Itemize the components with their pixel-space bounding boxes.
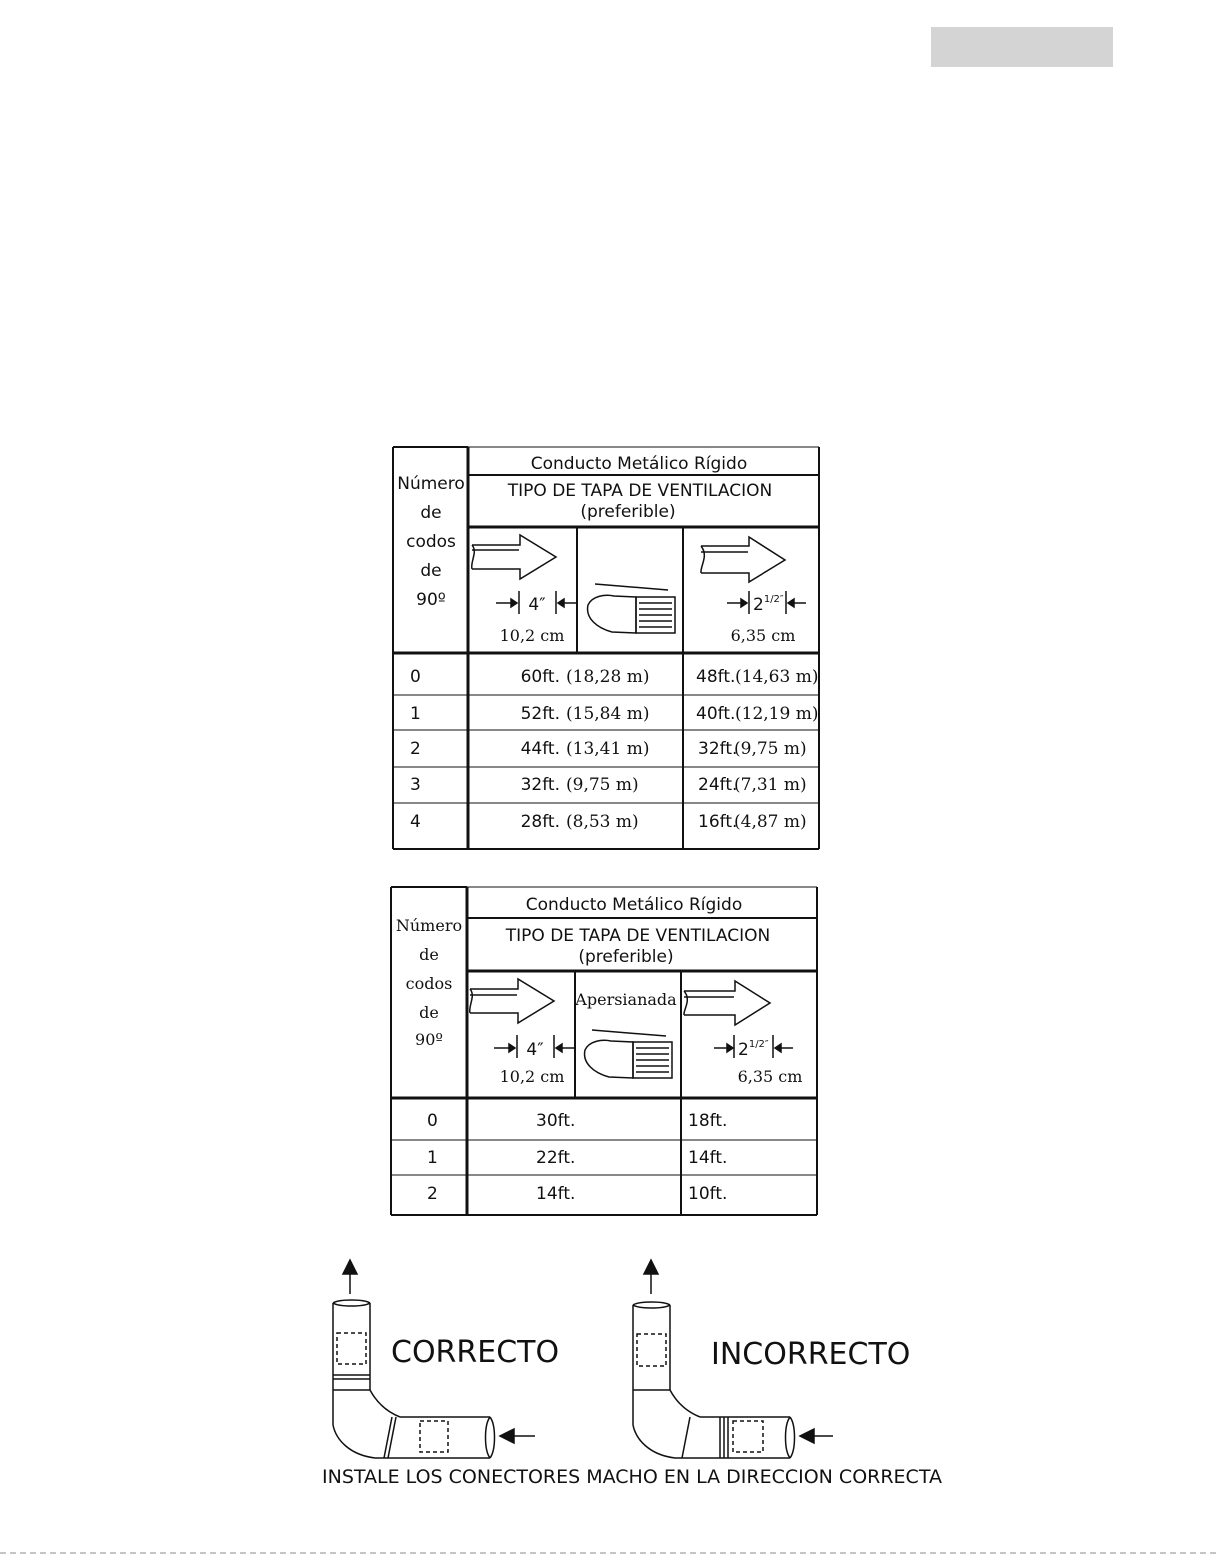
t2-dim-left: 4″ bbox=[526, 1040, 543, 1060]
t1-row-2-a-ft: 44ft. bbox=[521, 739, 560, 759]
t1-row-0-b-m: (14,63 m) bbox=[735, 667, 818, 687]
t2-louvered-label: Apersianada bbox=[574, 990, 677, 1009]
svg-text:21/2″: 21/2″ bbox=[738, 1039, 769, 1060]
correct-label: CORRECTO bbox=[391, 1335, 559, 1370]
vent-cap-4in-icon bbox=[470, 533, 578, 614]
t1-row-4-b-m: (4,87 m) bbox=[734, 812, 807, 832]
t1-rowhead-3: de bbox=[420, 561, 441, 581]
t2-row-1-n: 1 bbox=[427, 1148, 438, 1168]
correct-elbow-illustration bbox=[332, 1258, 535, 1459]
t1-row-3-b-ft: 24ft. bbox=[698, 775, 737, 795]
t1-dim-left-metric: 10,2 cm bbox=[500, 626, 565, 645]
t1-row-3-a-m: (9,75 m) bbox=[566, 775, 639, 795]
t1-row-4-a-m: (8,53 m) bbox=[566, 812, 639, 832]
t1-header-sub1: TIPO DE TAPA DE VENTILACION bbox=[507, 481, 772, 501]
t1-row-1-a-m: (15,84 m) bbox=[566, 704, 649, 724]
t1-row-2-b-ft: 32ft. bbox=[698, 739, 737, 759]
svg-text:21/2″: 21/2″ bbox=[753, 594, 784, 615]
t1-row-0-b-ft: 48ft. bbox=[696, 667, 735, 687]
t2-row-0-a: 30ft. bbox=[536, 1111, 575, 1131]
t1-row-3-a-ft: 32ft. bbox=[521, 775, 560, 795]
t1-row-4-a-ft: 28ft. bbox=[521, 812, 560, 832]
t2-dim-right-metric: 6,35 cm bbox=[738, 1067, 803, 1086]
t1-row-3-b-m: (7,31 m) bbox=[734, 775, 807, 795]
t2-row-0-b: 18ft. bbox=[688, 1111, 727, 1131]
t2-row-2-n: 2 bbox=[427, 1184, 438, 1204]
t2-row-1-b: 14ft. bbox=[688, 1148, 727, 1168]
t1-rowhead-0: Número bbox=[397, 474, 465, 494]
t2-row-0-n: 0 bbox=[427, 1111, 438, 1131]
t1-row-1-b-ft: 40ft. bbox=[696, 704, 735, 724]
t1-row-2-n: 2 bbox=[410, 739, 421, 759]
t2-rowhead-4: 90º bbox=[415, 1030, 443, 1049]
t1-rowhead-4: 90º bbox=[416, 590, 446, 610]
t1-rowhead-2: codos bbox=[406, 532, 456, 552]
t1-rowhead-1: de bbox=[420, 503, 441, 523]
t1-row-3-n: 3 bbox=[410, 775, 421, 795]
t1-row-2-b-m: (9,75 m) bbox=[734, 739, 807, 759]
t2-rowhead-3: de bbox=[419, 1003, 439, 1022]
t1-row-0-a-ft: 60ft. bbox=[521, 667, 560, 687]
t1-row-1-b-m: (12,19 m) bbox=[735, 704, 818, 724]
t2-rowhead-1: de bbox=[419, 945, 439, 964]
t1-header-top: Conducto Metálico Rígido bbox=[531, 454, 747, 474]
vent-cap-2-5in-icon bbox=[683, 979, 793, 1058]
t2-dim-right-sup: 1/2″ bbox=[749, 1039, 769, 1050]
t2-dim-right-base: 2 bbox=[738, 1040, 749, 1060]
t2-rowhead-2: codos bbox=[406, 974, 453, 993]
t1-row-1-a-ft: 52ft. bbox=[521, 704, 560, 724]
t2-header-top: Conducto Metálico Rígido bbox=[526, 895, 742, 915]
t2-header-sub1: TIPO DE TAPA DE VENTILACION bbox=[505, 926, 770, 946]
vent-cap-2-5in-icon bbox=[700, 535, 806, 614]
t2-row-2-a: 14ft. bbox=[536, 1184, 575, 1204]
louvered-cap-icon bbox=[583, 1029, 673, 1079]
t1-row-1-n: 1 bbox=[410, 704, 421, 724]
diagram-caption: INSTALE LOS CONECTORES MACHO EN LA DIREC… bbox=[322, 1466, 942, 1488]
t1-row-4-n: 4 bbox=[410, 812, 421, 832]
page-bottom-edge bbox=[0, 1552, 1216, 1554]
vent-cap-4in-icon bbox=[468, 977, 576, 1058]
section-tab bbox=[931, 27, 1113, 67]
t2-row-1-a: 22ft. bbox=[536, 1148, 575, 1168]
t1-row-0-n: 0 bbox=[410, 667, 421, 687]
t2-row-2-b: 10ft. bbox=[688, 1184, 727, 1204]
t2-rowhead-0: Número bbox=[396, 916, 462, 935]
incorrect-elbow-illustration bbox=[632, 1258, 833, 1459]
incorrect-label: INCORRECTO bbox=[711, 1337, 910, 1372]
t1-row-0-a-m: (18,28 m) bbox=[566, 667, 649, 687]
t1-dim-right-metric: 6,35 cm bbox=[731, 626, 796, 645]
t1-row-4-b-ft: 16ft. bbox=[698, 812, 737, 832]
t1-header-sub2: (preferible) bbox=[580, 502, 675, 522]
t1-dim-right-sup: 1/2″ bbox=[764, 594, 784, 605]
t1-row-2-a-m: (13,41 m) bbox=[566, 739, 649, 759]
t1-dim-left: 4″ bbox=[528, 595, 545, 615]
t1-dim-right-base: 2 bbox=[753, 595, 764, 615]
t2-dim-left-metric: 10,2 cm bbox=[500, 1067, 565, 1086]
t2-header-sub2: (preferible) bbox=[578, 947, 673, 967]
louvered-cap-icon bbox=[586, 583, 676, 634]
